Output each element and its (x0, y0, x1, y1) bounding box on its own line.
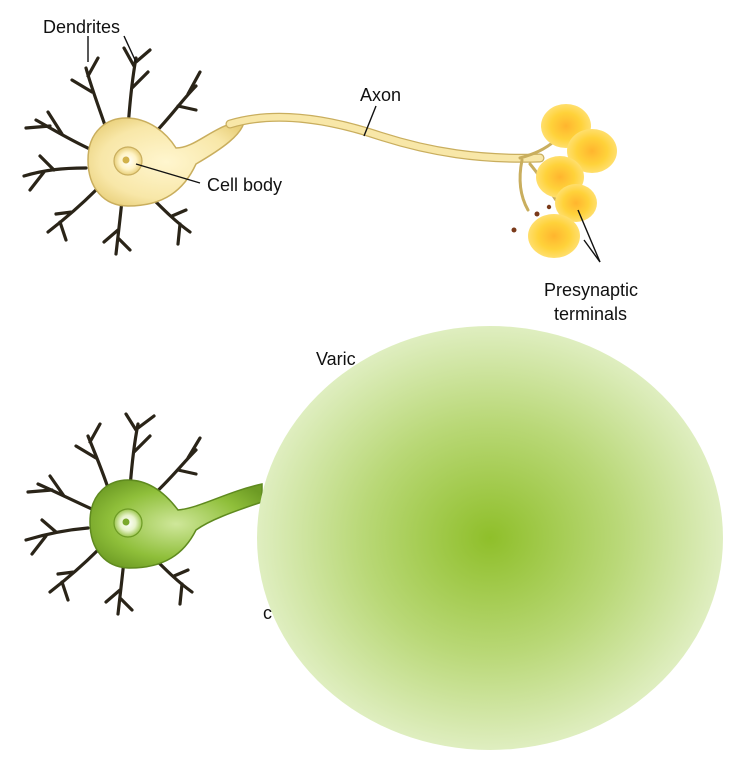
top-dendrites (22, 46, 202, 256)
label-axon: Axon (360, 85, 401, 105)
label-varicosities-partial: Varic (316, 349, 356, 369)
bottom-nucleolus (122, 518, 130, 526)
label-presynaptic: Presynaptic (544, 280, 638, 300)
top-nucleolus (122, 156, 130, 164)
label-cell-body: Cell body (207, 175, 282, 195)
leader-lines-top (87, 35, 601, 263)
presynaptic-terminals (528, 104, 617, 258)
bottom-neuron (24, 412, 263, 616)
label-dendrites: Dendrites (43, 17, 120, 37)
green-gradient-circle (257, 326, 723, 750)
top-vesicle-dots (511, 204, 552, 233)
label-partial-lower: c (263, 603, 272, 623)
label-terminals: terminals (554, 304, 627, 324)
top-neuron (22, 46, 617, 258)
